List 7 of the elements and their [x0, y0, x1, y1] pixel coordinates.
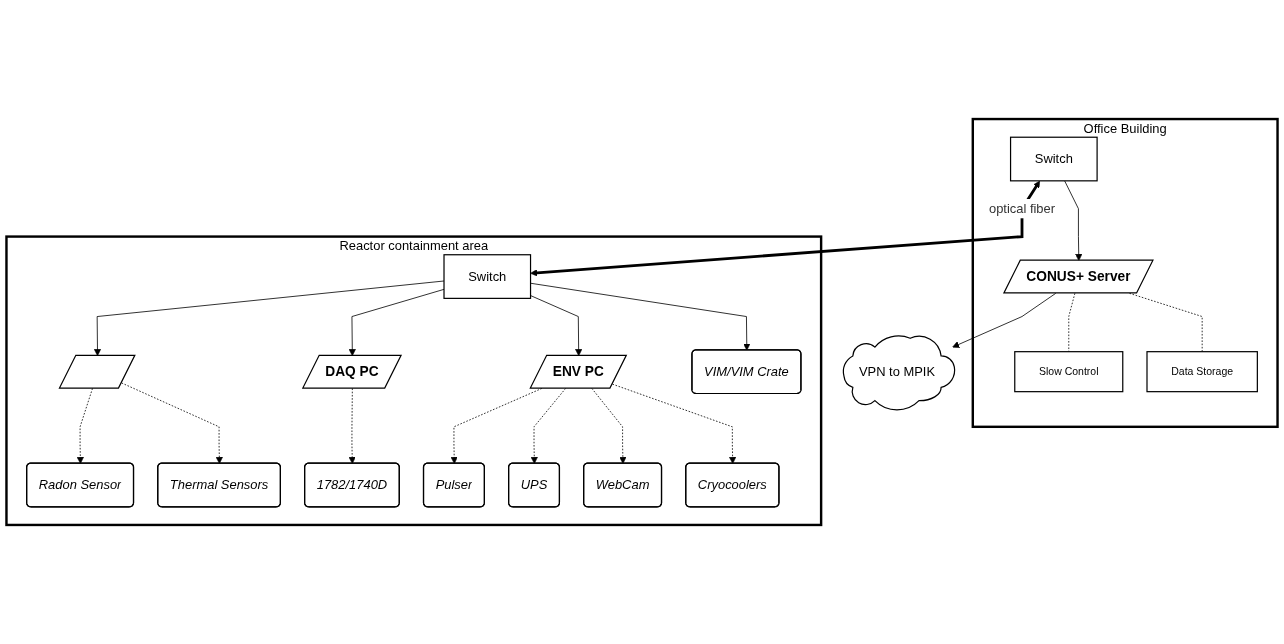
node-parallelogram	[58, 354, 136, 389]
node-box: Switch	[1009, 136, 1098, 182]
node-box: Switch	[443, 254, 532, 299]
arrow	[530, 180, 1040, 277]
node-box: Slow Control	[1014, 351, 1124, 393]
edge-label: optical fiber	[988, 201, 1056, 216]
node-box: Data Storage	[1146, 351, 1258, 393]
